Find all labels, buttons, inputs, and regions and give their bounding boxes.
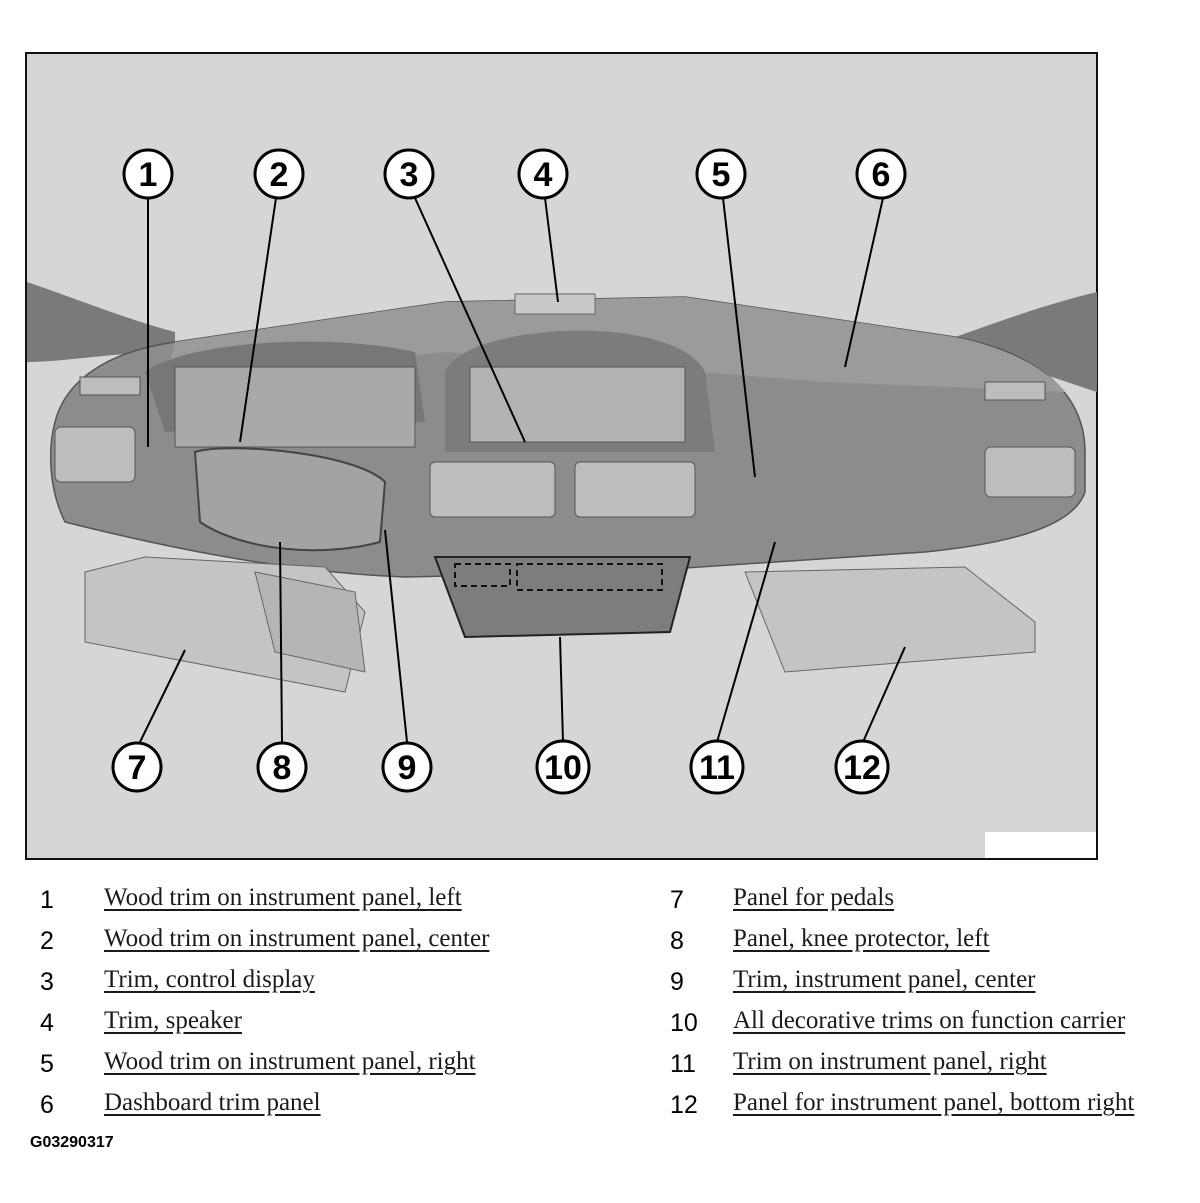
legend-link-11[interactable]: Trim on instrument panel, right: [733, 1048, 1047, 1075]
callout-6-label: 6: [872, 156, 891, 194]
callout-8: 8: [256, 741, 308, 793]
callout-8-label: 8: [273, 749, 292, 787]
callout-9: 9: [381, 741, 433, 793]
function-carrier-trim-right: [516, 563, 663, 591]
callout-1: 1: [122, 148, 174, 200]
callout-2: 2: [253, 148, 305, 200]
callout-3-label: 3: [400, 156, 419, 194]
callout-6: 6: [855, 148, 907, 200]
legend-num-4: 4: [40, 1009, 54, 1037]
legend: 1 Wood trim on instrument panel, left 2 …: [0, 880, 1200, 1130]
dashboard-diagram: 1 2 3 4 5 6 7 8 9 10 11 12: [25, 52, 1098, 860]
bottom-right-panel: [744, 566, 1036, 673]
legend-link-9[interactable]: Trim, instrument panel, center: [733, 966, 1036, 993]
callout-5-label: 5: [712, 156, 731, 194]
figure-id: G03290317: [30, 1134, 114, 1151]
callout-11: 11: [689, 739, 745, 795]
legend-link-10[interactable]: All decorative trims on function carrier: [733, 1007, 1126, 1034]
legend-link-1[interactable]: Wood trim on instrument panel, left: [104, 884, 462, 911]
callout-7: 7: [111, 741, 163, 793]
instrument-cluster: [174, 366, 416, 448]
callout-3: 3: [383, 148, 435, 200]
center-right-vent: [574, 461, 696, 518]
callout-4: 4: [517, 148, 569, 200]
legend-num-3: 3: [40, 968, 54, 996]
legend-link-3[interactable]: Trim, control display: [104, 966, 315, 993]
legend-link-7[interactable]: Panel for pedals: [733, 884, 895, 911]
right-upper-vent: [984, 381, 1046, 401]
legend-num-6: 6: [40, 1091, 54, 1119]
left-a-pillar: [27, 282, 175, 362]
callout-10-label: 10: [544, 749, 582, 787]
left-upper-vent: [79, 376, 141, 396]
legend-link-6[interactable]: Dashboard trim panel: [104, 1089, 321, 1116]
dashboard-illustration: 1 2 3 4 5 6 7 8 9 10 11 12: [25, 52, 1098, 860]
legend-num-2: 2: [40, 927, 54, 955]
center-left-vent: [429, 461, 556, 518]
legend-link-4[interactable]: Trim, speaker: [104, 1007, 242, 1034]
callout-5: 5: [695, 148, 747, 200]
callout-9-label: 9: [398, 749, 417, 787]
legend-link-2[interactable]: Wood trim on instrument panel, center: [104, 925, 490, 952]
center-speaker: [514, 293, 596, 315]
right-a-pillar: [955, 292, 1097, 392]
legend-num-8: 8: [670, 927, 684, 955]
callout-10: 10: [535, 739, 591, 795]
function-carrier: [433, 556, 692, 639]
callout-11-label: 11: [699, 749, 735, 787]
callout-4-label: 4: [534, 156, 553, 194]
callout-12-label: 12: [843, 749, 881, 787]
leader-lines: [139, 197, 906, 743]
legend-link-8[interactable]: Panel, knee protector, left: [733, 925, 990, 952]
control-display: [469, 366, 686, 443]
legend-num-12: 12: [670, 1091, 698, 1119]
legend-num-1: 1: [40, 886, 54, 914]
legend-num-7: 7: [670, 886, 684, 914]
function-carrier-trim-left: [454, 563, 511, 587]
knee-protector-panel: [254, 571, 366, 673]
corner-blank: [985, 832, 1096, 858]
left-outer-vent: [54, 426, 136, 483]
callout-7-label: 7: [128, 749, 147, 787]
legend-num-9: 9: [670, 968, 684, 996]
steering-column-area: [193, 447, 387, 552]
legend-num-5: 5: [40, 1050, 54, 1078]
legend-link-12[interactable]: Panel for instrument panel, bottom right: [733, 1089, 1135, 1116]
legend-num-10: 10: [670, 1009, 698, 1037]
legend-link-5[interactable]: Wood trim on instrument panel, right: [104, 1048, 476, 1075]
callout-2-label: 2: [270, 156, 289, 194]
legend-num-11: 11: [670, 1050, 696, 1078]
right-outer-vent: [984, 446, 1076, 498]
callout-1-label: 1: [139, 156, 158, 194]
callout-12: 12: [834, 739, 890, 795]
